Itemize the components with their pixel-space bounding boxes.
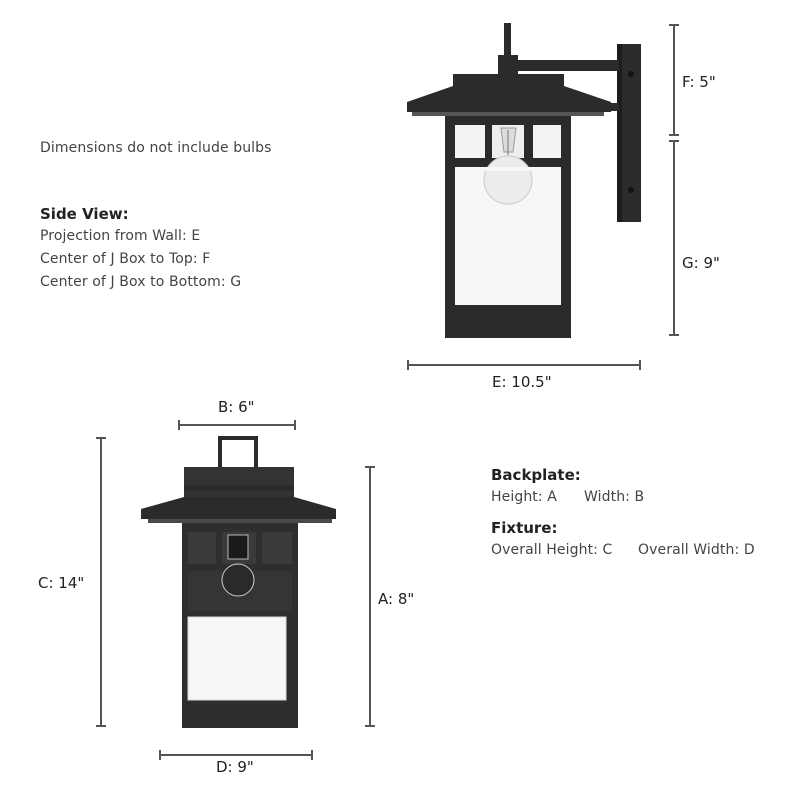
backplate-heading: Backplate: — [491, 466, 581, 484]
dimension-line-g — [669, 140, 679, 336]
backplate-height-label: Height: A — [491, 489, 557, 505]
side-view-jbox-bottom: Center of J Box to Bottom: G — [40, 274, 242, 290]
side-view-projection: Projection from Wall: E — [40, 228, 201, 244]
side-view-jbox-top: Center of J Box to Top: F — [40, 251, 211, 267]
dimension-line-e — [407, 360, 641, 370]
dimension-label-c: C: 14" — [38, 574, 85, 592]
disclaimer-note: Dimensions do not include bulbs — [40, 140, 272, 156]
dimension-line-c — [96, 437, 106, 727]
side-view-fixture-drawing — [407, 23, 641, 338]
dimension-line-f — [669, 24, 679, 136]
dimension-label-f: F: 5" — [682, 73, 716, 91]
dimension-line-a — [365, 466, 375, 727]
dimension-line-b — [178, 420, 296, 430]
dimension-label-e: E: 10.5" — [492, 373, 552, 391]
dimension-line-d — [159, 750, 313, 760]
dimension-label-b: B: 6" — [218, 398, 255, 416]
dimension-label-d: D: 9" — [216, 758, 254, 776]
backplate-width-label: Width: B — [584, 489, 645, 505]
fixture-heading: Fixture: — [491, 519, 558, 537]
front-view-fixture-drawing — [141, 436, 336, 728]
side-view-heading: Side View: — [40, 205, 129, 223]
fixture-overall-width-label: Overall Width: D — [638, 542, 755, 558]
dimension-label-a: A: 8" — [378, 590, 415, 608]
dimension-label-g: G: 9" — [682, 254, 720, 272]
fixture-overall-height-label: Overall Height: C — [491, 542, 613, 558]
